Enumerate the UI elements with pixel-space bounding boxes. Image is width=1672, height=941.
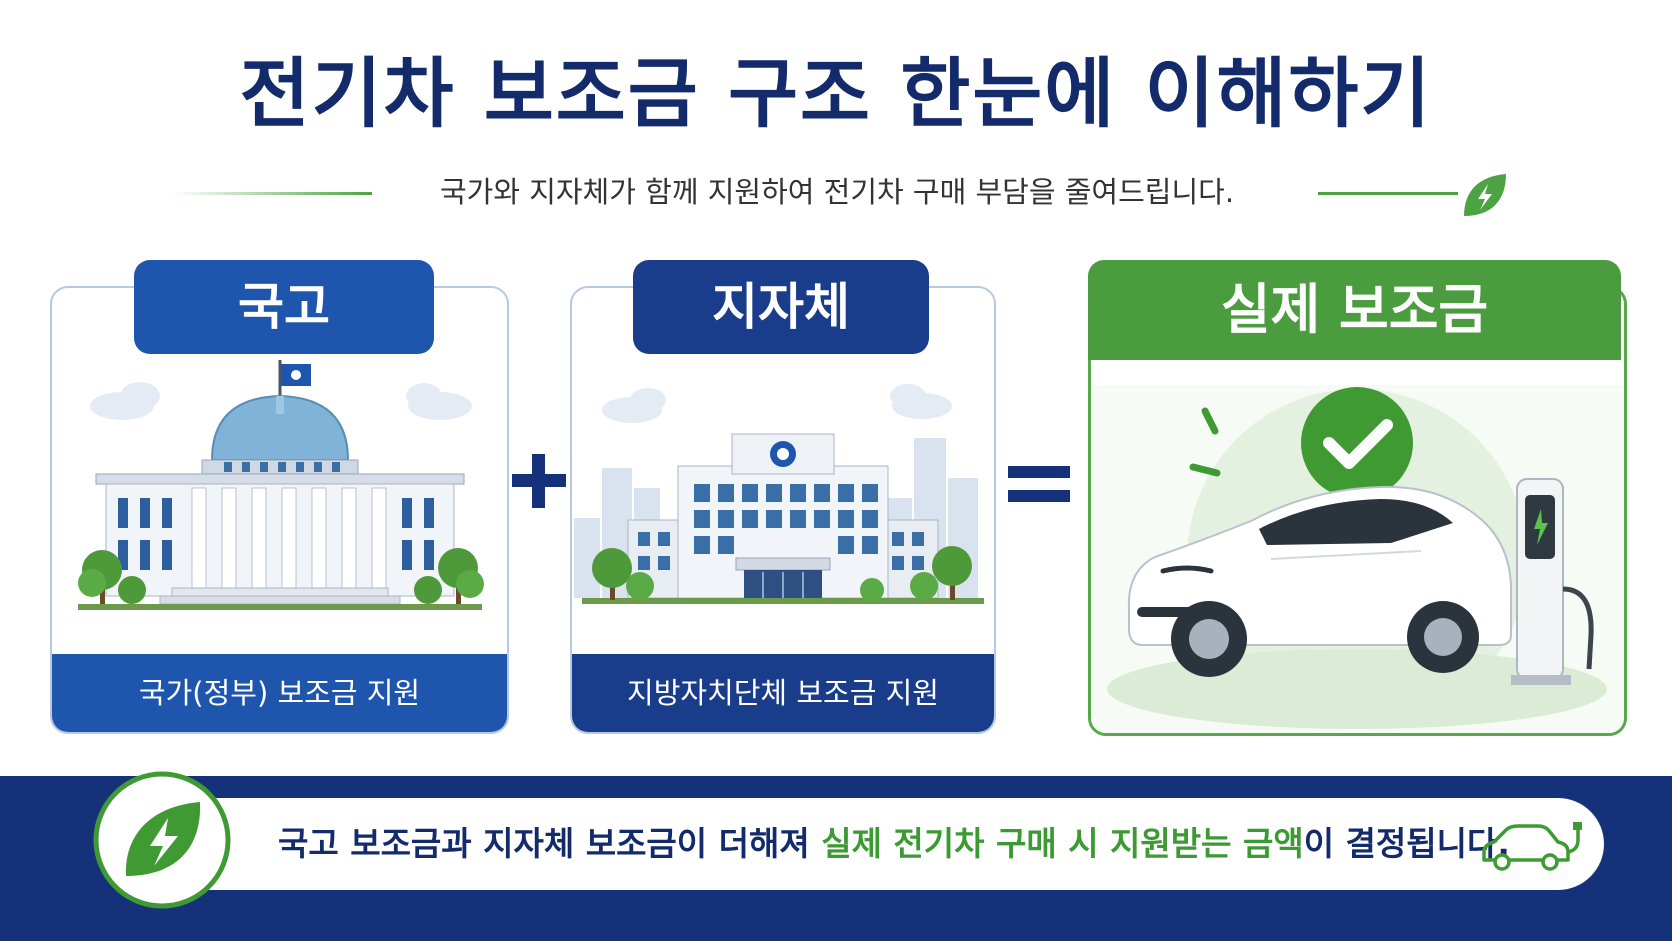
national-label: 국고 (134, 260, 434, 354)
local-caption: 지방자치단체 보조금 지원 (572, 654, 994, 732)
bottom-text-before: 국고 보조금과 지자체 보조금이 더해져 (278, 824, 822, 863)
car-plug-icon (1482, 822, 1582, 871)
bottom-message: 국고 보조금과 지자체 보조금이 더해져 실제 전기차 구매 시 지원받는 금액… (278, 798, 1510, 890)
subtitle-line-left (172, 192, 372, 195)
card-actual (1088, 286, 1627, 736)
bottom-pill (118, 798, 1604, 890)
bottom-text-highlight: 실제 전기차 구매 시 지원받는 금액 (821, 824, 1304, 863)
subtitle: 국가와 지자체가 함께 지원하여 전기차 구매 부담을 줄여드립니다. (439, 175, 1235, 209)
subtitle-row: 국가와 지자체가 함께 지원하여 전기차 구매 부담을 줄여드립니다. (0, 168, 1672, 216)
national-caption: 국가(정부) 보조금 지원 (52, 654, 507, 732)
leaf-bolt-icon (1464, 174, 1506, 216)
local-label: 지자체 (633, 260, 929, 354)
page-title: 전기차 보조금 구조 한눈에 이해하기 (239, 49, 1433, 138)
bottom-text-after: 이 결정됩니다. (1303, 824, 1510, 863)
actual-label: 실제 보조금 (1088, 260, 1621, 360)
city-hall-illustration (574, 384, 984, 604)
leaf-bolt-badge-icon (93, 771, 231, 909)
electric-car-illustration (1091, 385, 1624, 733)
equals-icon (1008, 466, 1070, 502)
card-local: 지방자치단체 보조금 지원 (570, 286, 996, 734)
card-national: 국가(정부) 보조금 지원 (50, 286, 509, 734)
national-assembly-illustration (78, 360, 484, 610)
subtitle-line-right (1318, 192, 1458, 195)
plus-icon (512, 454, 566, 508)
